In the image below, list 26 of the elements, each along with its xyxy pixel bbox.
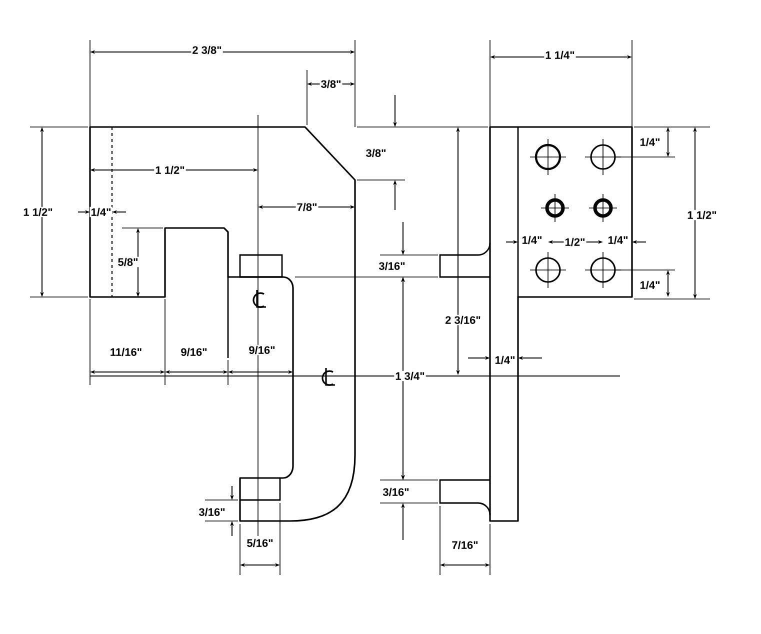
dimension-label: 11/16" xyxy=(108,346,144,358)
dimension-label: 1/4" xyxy=(638,280,662,290)
dimension-label: 3/8" xyxy=(320,78,342,90)
dimension-label: 1 1/2" xyxy=(22,206,54,218)
dimension-label: 1/4" xyxy=(606,234,630,246)
dimension-label: 1/4" xyxy=(520,234,544,246)
dimension-label: 9/16" xyxy=(180,346,208,358)
dimension-label: 7/16" xyxy=(450,540,480,550)
dimension-label: 1 1/2" xyxy=(686,210,718,220)
dimension-label: 1/4" xyxy=(638,136,662,148)
dimension-label: 9/16" xyxy=(248,344,276,356)
dimension-label: 3/16" xyxy=(382,486,410,498)
dimension-label: 1 1/4" xyxy=(544,50,576,60)
dimension-label: 1 1/2" xyxy=(154,164,186,176)
dimension-label: 3/16" xyxy=(198,506,226,518)
dimension-label: 3/16" xyxy=(378,260,406,272)
dimension-label: 5/8" xyxy=(116,256,140,268)
dimension-label: 7/8" xyxy=(296,202,318,212)
dimension-label: 3/8" xyxy=(364,148,388,158)
dimension-label: 2 3/8" xyxy=(191,44,223,56)
dimension-label: 1 3/4" xyxy=(394,370,426,382)
dimension-label: 1/4" xyxy=(90,206,112,218)
dimension-label: 1/4" xyxy=(494,354,516,366)
dimension-label: 1/2" xyxy=(564,236,586,248)
dimension-label: 5/16" xyxy=(246,538,274,548)
dimension-label: 2 3/16" xyxy=(444,314,482,326)
